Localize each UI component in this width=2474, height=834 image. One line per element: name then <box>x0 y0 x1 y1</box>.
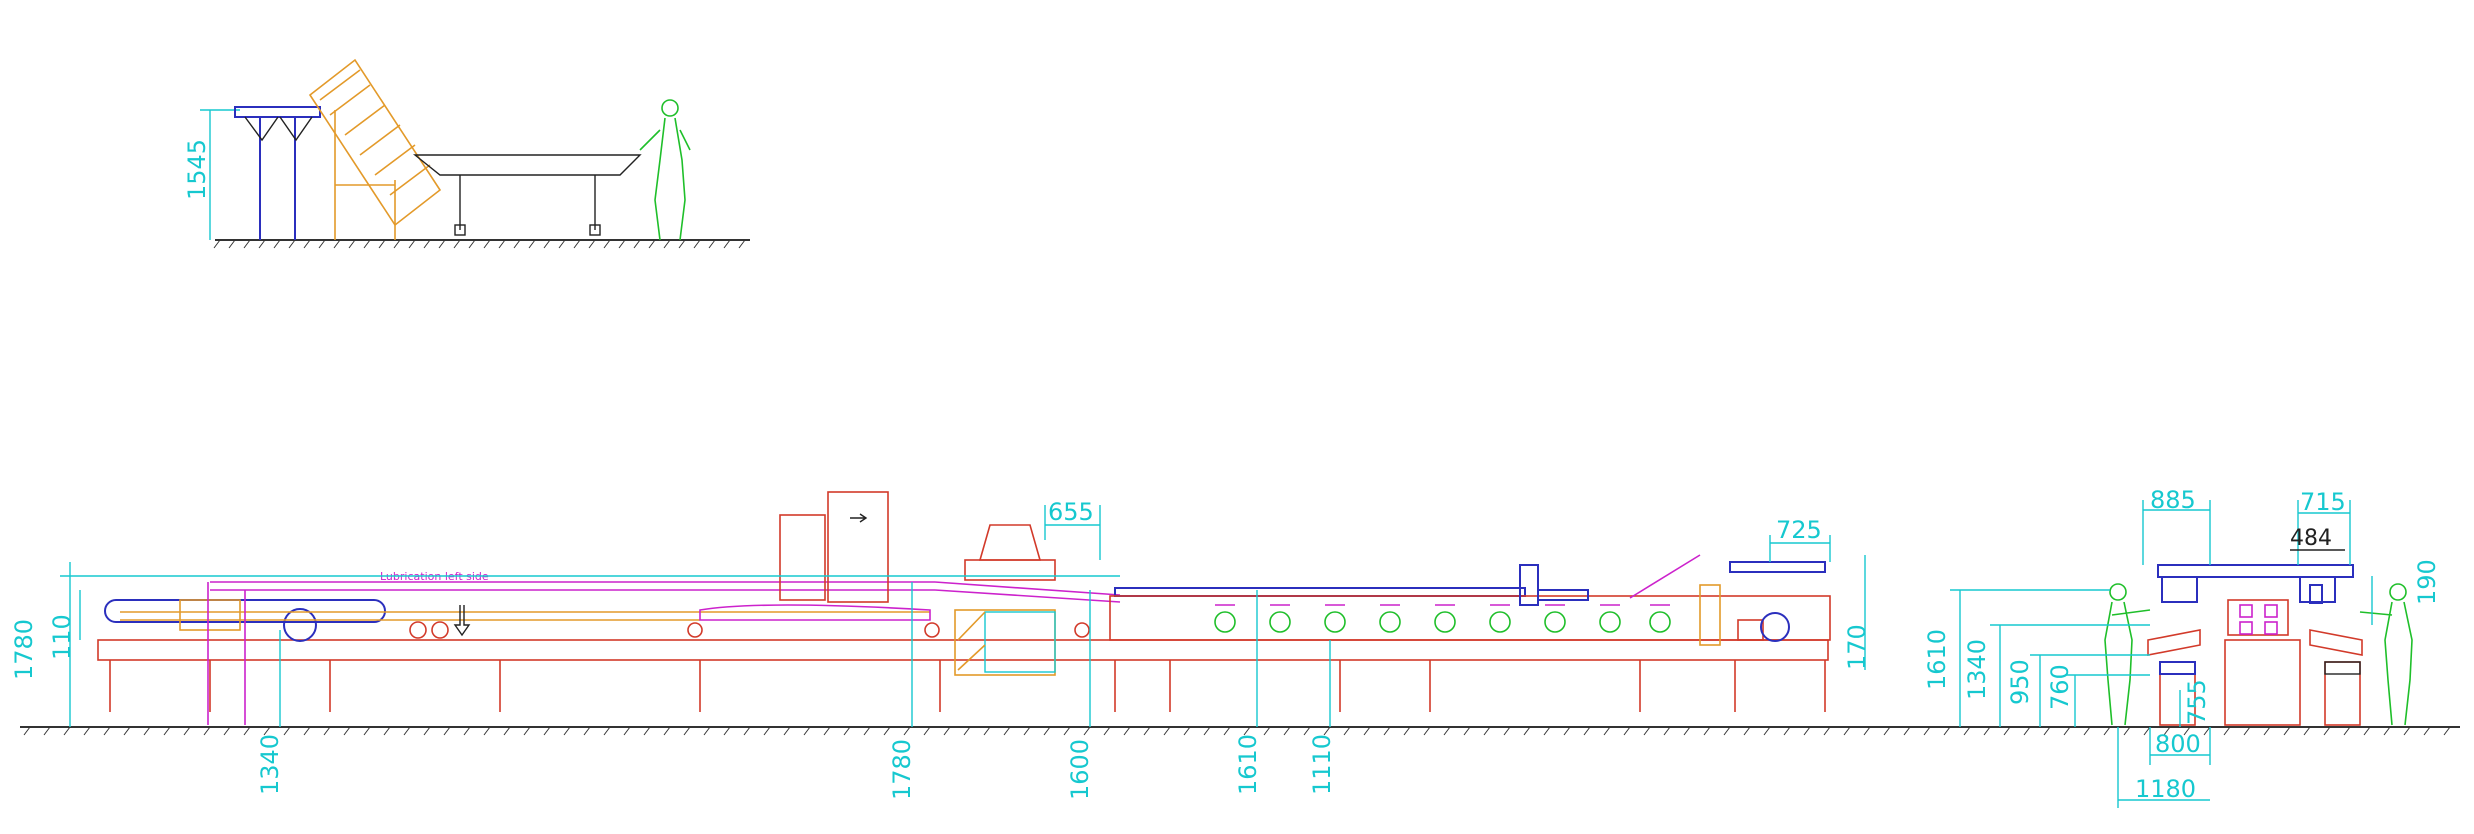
direction-arrow-down <box>453 605 471 637</box>
operator-figure-left <box>2104 583 2151 726</box>
ground-hatch-main <box>23 726 2451 736</box>
discharge-section <box>1519 554 1826 646</box>
ground-hatch-small <box>213 239 746 249</box>
dimension-484: 484 <box>2290 526 2332 551</box>
transfer-box <box>954 609 1056 676</box>
dimension-1340-end: 1340 <box>1963 639 1991 700</box>
top-beam <box>2157 564 2354 578</box>
dimension-1780-left: 1780 <box>10 619 38 680</box>
dimension-725: 725 <box>1776 516 1822 544</box>
inclined-elevator <box>308 58 442 240</box>
dimension-755: 755 <box>2183 679 2211 725</box>
dimension-1600: 1600 <box>1066 739 1094 800</box>
dimension-1110: 1110 <box>1308 734 1336 795</box>
dimension-1780-mid: 1780 <box>888 739 916 800</box>
dimension-170: 170 <box>1843 624 1871 670</box>
dimension-800: 800 <box>2155 730 2201 758</box>
dimension-715: 715 <box>2300 488 2346 516</box>
control-cabinets <box>779 491 1056 603</box>
horizontal-conveyor <box>413 154 642 236</box>
end-view: 885 715 484 190 1610 1340 950 760 755 80… <box>1923 486 2441 808</box>
dimension-110: 110 <box>48 614 76 660</box>
roller-conveyor <box>1109 587 1831 641</box>
dimension-1545: 1545 <box>183 139 211 200</box>
operator-figure-small <box>639 99 691 241</box>
dimension-190: 190 <box>2413 559 2441 605</box>
main-line-elevation: Lubrication left side <box>10 491 2460 800</box>
main-frame <box>97 639 1829 712</box>
operator-figure-right <box>2359 583 2413 726</box>
dimension-1610-main: 1610 <box>1234 734 1262 795</box>
dimension-1610-end: 1610 <box>1923 629 1951 690</box>
drive-motors <box>409 605 1090 639</box>
dimension-655: 655 <box>1048 498 1094 526</box>
dimension-760: 760 <box>2046 664 2074 710</box>
receiving-table <box>234 106 321 240</box>
dimension-1180: 1180 <box>2135 775 2196 803</box>
dimension-1340: 1340 <box>256 734 284 795</box>
side-view-small: 1545 <box>183 58 750 249</box>
dimension-885: 885 <box>2150 486 2196 514</box>
dimension-950: 950 <box>2006 659 2034 705</box>
green-wheels <box>1214 611 1671 633</box>
